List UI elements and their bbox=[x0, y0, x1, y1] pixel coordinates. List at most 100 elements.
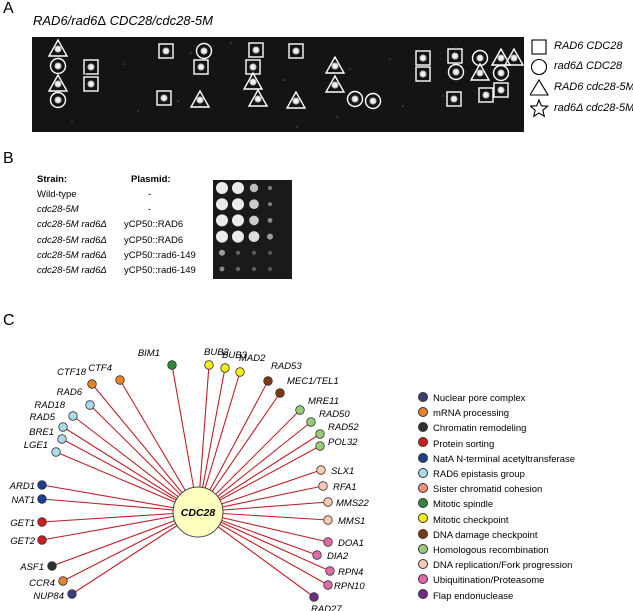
strain-cell: cdc28-5M rad6Δ bbox=[37, 219, 107, 231]
gene-label: CTF4 bbox=[88, 363, 112, 374]
gene-node bbox=[309, 592, 319, 602]
gene-node bbox=[275, 388, 285, 398]
legend-triangle-icon bbox=[530, 78, 549, 96]
colony-square bbox=[493, 82, 509, 98]
growth-spot bbox=[248, 231, 260, 242]
legend-item: Nuclear pore complex bbox=[418, 388, 525, 404]
category-label: DNA replication/Fork progression bbox=[433, 560, 573, 572]
colony-square bbox=[478, 87, 494, 103]
gene-node bbox=[318, 481, 328, 491]
plasmid-header: Plasmid: bbox=[131, 174, 171, 185]
gene-label: BIM1 bbox=[138, 348, 160, 359]
colony-square bbox=[193, 59, 209, 75]
plasmid-cell: - bbox=[148, 204, 152, 216]
growth-spot bbox=[267, 250, 273, 255]
tetrad-plate-image bbox=[31, 36, 525, 128]
gene-node bbox=[315, 429, 325, 439]
gene-node bbox=[323, 580, 333, 590]
colony-triangle bbox=[503, 47, 525, 66]
legend-item: Protein sorting bbox=[418, 434, 494, 450]
category-swatch-icon bbox=[418, 589, 428, 600]
gene-node bbox=[85, 400, 95, 410]
plasmid-cell: yCP50::RAD6 bbox=[124, 234, 184, 246]
gene-label: POL32 bbox=[328, 437, 358, 448]
strain-cell: Wild-type bbox=[37, 189, 77, 200]
legend-item: Sister chromatid cohesion bbox=[418, 479, 542, 495]
legend-square-icon bbox=[531, 39, 547, 55]
gene-node bbox=[325, 566, 335, 576]
gene-node bbox=[67, 589, 77, 599]
gene-node bbox=[115, 375, 125, 385]
gene-label: RAD53 bbox=[271, 361, 302, 372]
gene-label: GET1 bbox=[10, 518, 35, 529]
colony-triangle bbox=[285, 90, 307, 109]
colony-square bbox=[447, 48, 463, 64]
growth-spot bbox=[235, 266, 241, 272]
category-label: Sister chromatid cohesion bbox=[433, 484, 543, 496]
panel-a-title: RAD6/rad6Δ CDC28/cdc28-5M bbox=[33, 13, 213, 28]
growth-spot bbox=[216, 214, 228, 227]
category-swatch-icon bbox=[418, 543, 428, 554]
category-label: DNA damage checkpoint bbox=[433, 529, 538, 541]
edge-get1 bbox=[41, 511, 199, 523]
gene-label: NUP84 bbox=[33, 591, 64, 602]
category-swatch-icon bbox=[418, 467, 428, 478]
legend-label: RAD6 CDC28 bbox=[554, 40, 623, 52]
colony-triangle bbox=[247, 88, 269, 107]
edge-bre1 bbox=[61, 438, 199, 513]
strain-cell: cdc28-5M bbox=[37, 204, 79, 216]
gene-node bbox=[87, 379, 97, 389]
gene-label: MRE11 bbox=[308, 396, 339, 407]
category-label: NatA N-terminal acetyltransferase bbox=[433, 453, 576, 465]
legend-item: Homologous recombination bbox=[418, 540, 549, 556]
plasmid-cell: - bbox=[148, 189, 152, 200]
colony-square bbox=[446, 91, 462, 107]
strain-cell: cdc28-5M rad6Δ bbox=[37, 249, 107, 261]
gene-label: DIA2 bbox=[327, 551, 349, 562]
category-label: Mitotic spindle bbox=[433, 499, 494, 511]
tetrad-dissection-plate bbox=[31, 36, 525, 132]
gene-label: RPN10 bbox=[334, 581, 365, 592]
category-swatch-icon bbox=[418, 422, 428, 433]
edge-asf1 bbox=[51, 511, 199, 567]
growth-spot bbox=[249, 199, 259, 209]
strain-header: Strain: bbox=[37, 174, 68, 185]
growth-spot bbox=[216, 230, 228, 243]
category-label: Homologous recombination bbox=[433, 545, 549, 556]
spot-assay-image bbox=[216, 182, 273, 272]
colony-square bbox=[83, 76, 99, 92]
gene-node bbox=[47, 561, 57, 571]
gene-label: GET2 bbox=[10, 536, 36, 547]
legend-item: Chromatin remodeling bbox=[418, 418, 526, 434]
colony-circle bbox=[364, 92, 382, 110]
legend-item: RAD6 epistasis group bbox=[418, 464, 525, 480]
gene-label: MMS22 bbox=[336, 498, 369, 509]
gene-label: RPN4 bbox=[338, 567, 363, 578]
edge-rad18 bbox=[72, 415, 199, 513]
legend-label: rad6Δ cdc28-5M bbox=[554, 102, 633, 114]
gene-node bbox=[235, 367, 245, 377]
gene-label: MMS1 bbox=[338, 516, 365, 527]
panel-b-letter: B bbox=[3, 150, 14, 167]
growth-spot bbox=[249, 215, 259, 226]
category-swatch-icon bbox=[418, 574, 428, 585]
category-label: Flap endonuclease bbox=[433, 590, 514, 602]
growth-spot bbox=[232, 198, 244, 211]
legend-item: Ubiquitination/Proteasome bbox=[418, 570, 544, 586]
colony-circle bbox=[492, 64, 510, 82]
legend-label: RAD6 cdc28-5M bbox=[554, 81, 633, 93]
gene-label: BRE1 bbox=[29, 427, 54, 438]
edge-ctf4 bbox=[119, 379, 199, 513]
growth-spot bbox=[235, 250, 241, 255]
gene-node bbox=[263, 376, 273, 386]
growth-spot bbox=[216, 198, 228, 211]
category-swatch-icon bbox=[418, 406, 428, 417]
hub-node bbox=[172, 486, 224, 538]
gene-label: CTF18 bbox=[57, 367, 87, 378]
edge-ard1 bbox=[41, 484, 199, 513]
plasmid-cell: yCP50::RAD6 bbox=[124, 219, 184, 231]
colony-circle bbox=[49, 91, 67, 109]
category-swatch-icon bbox=[418, 498, 428, 509]
